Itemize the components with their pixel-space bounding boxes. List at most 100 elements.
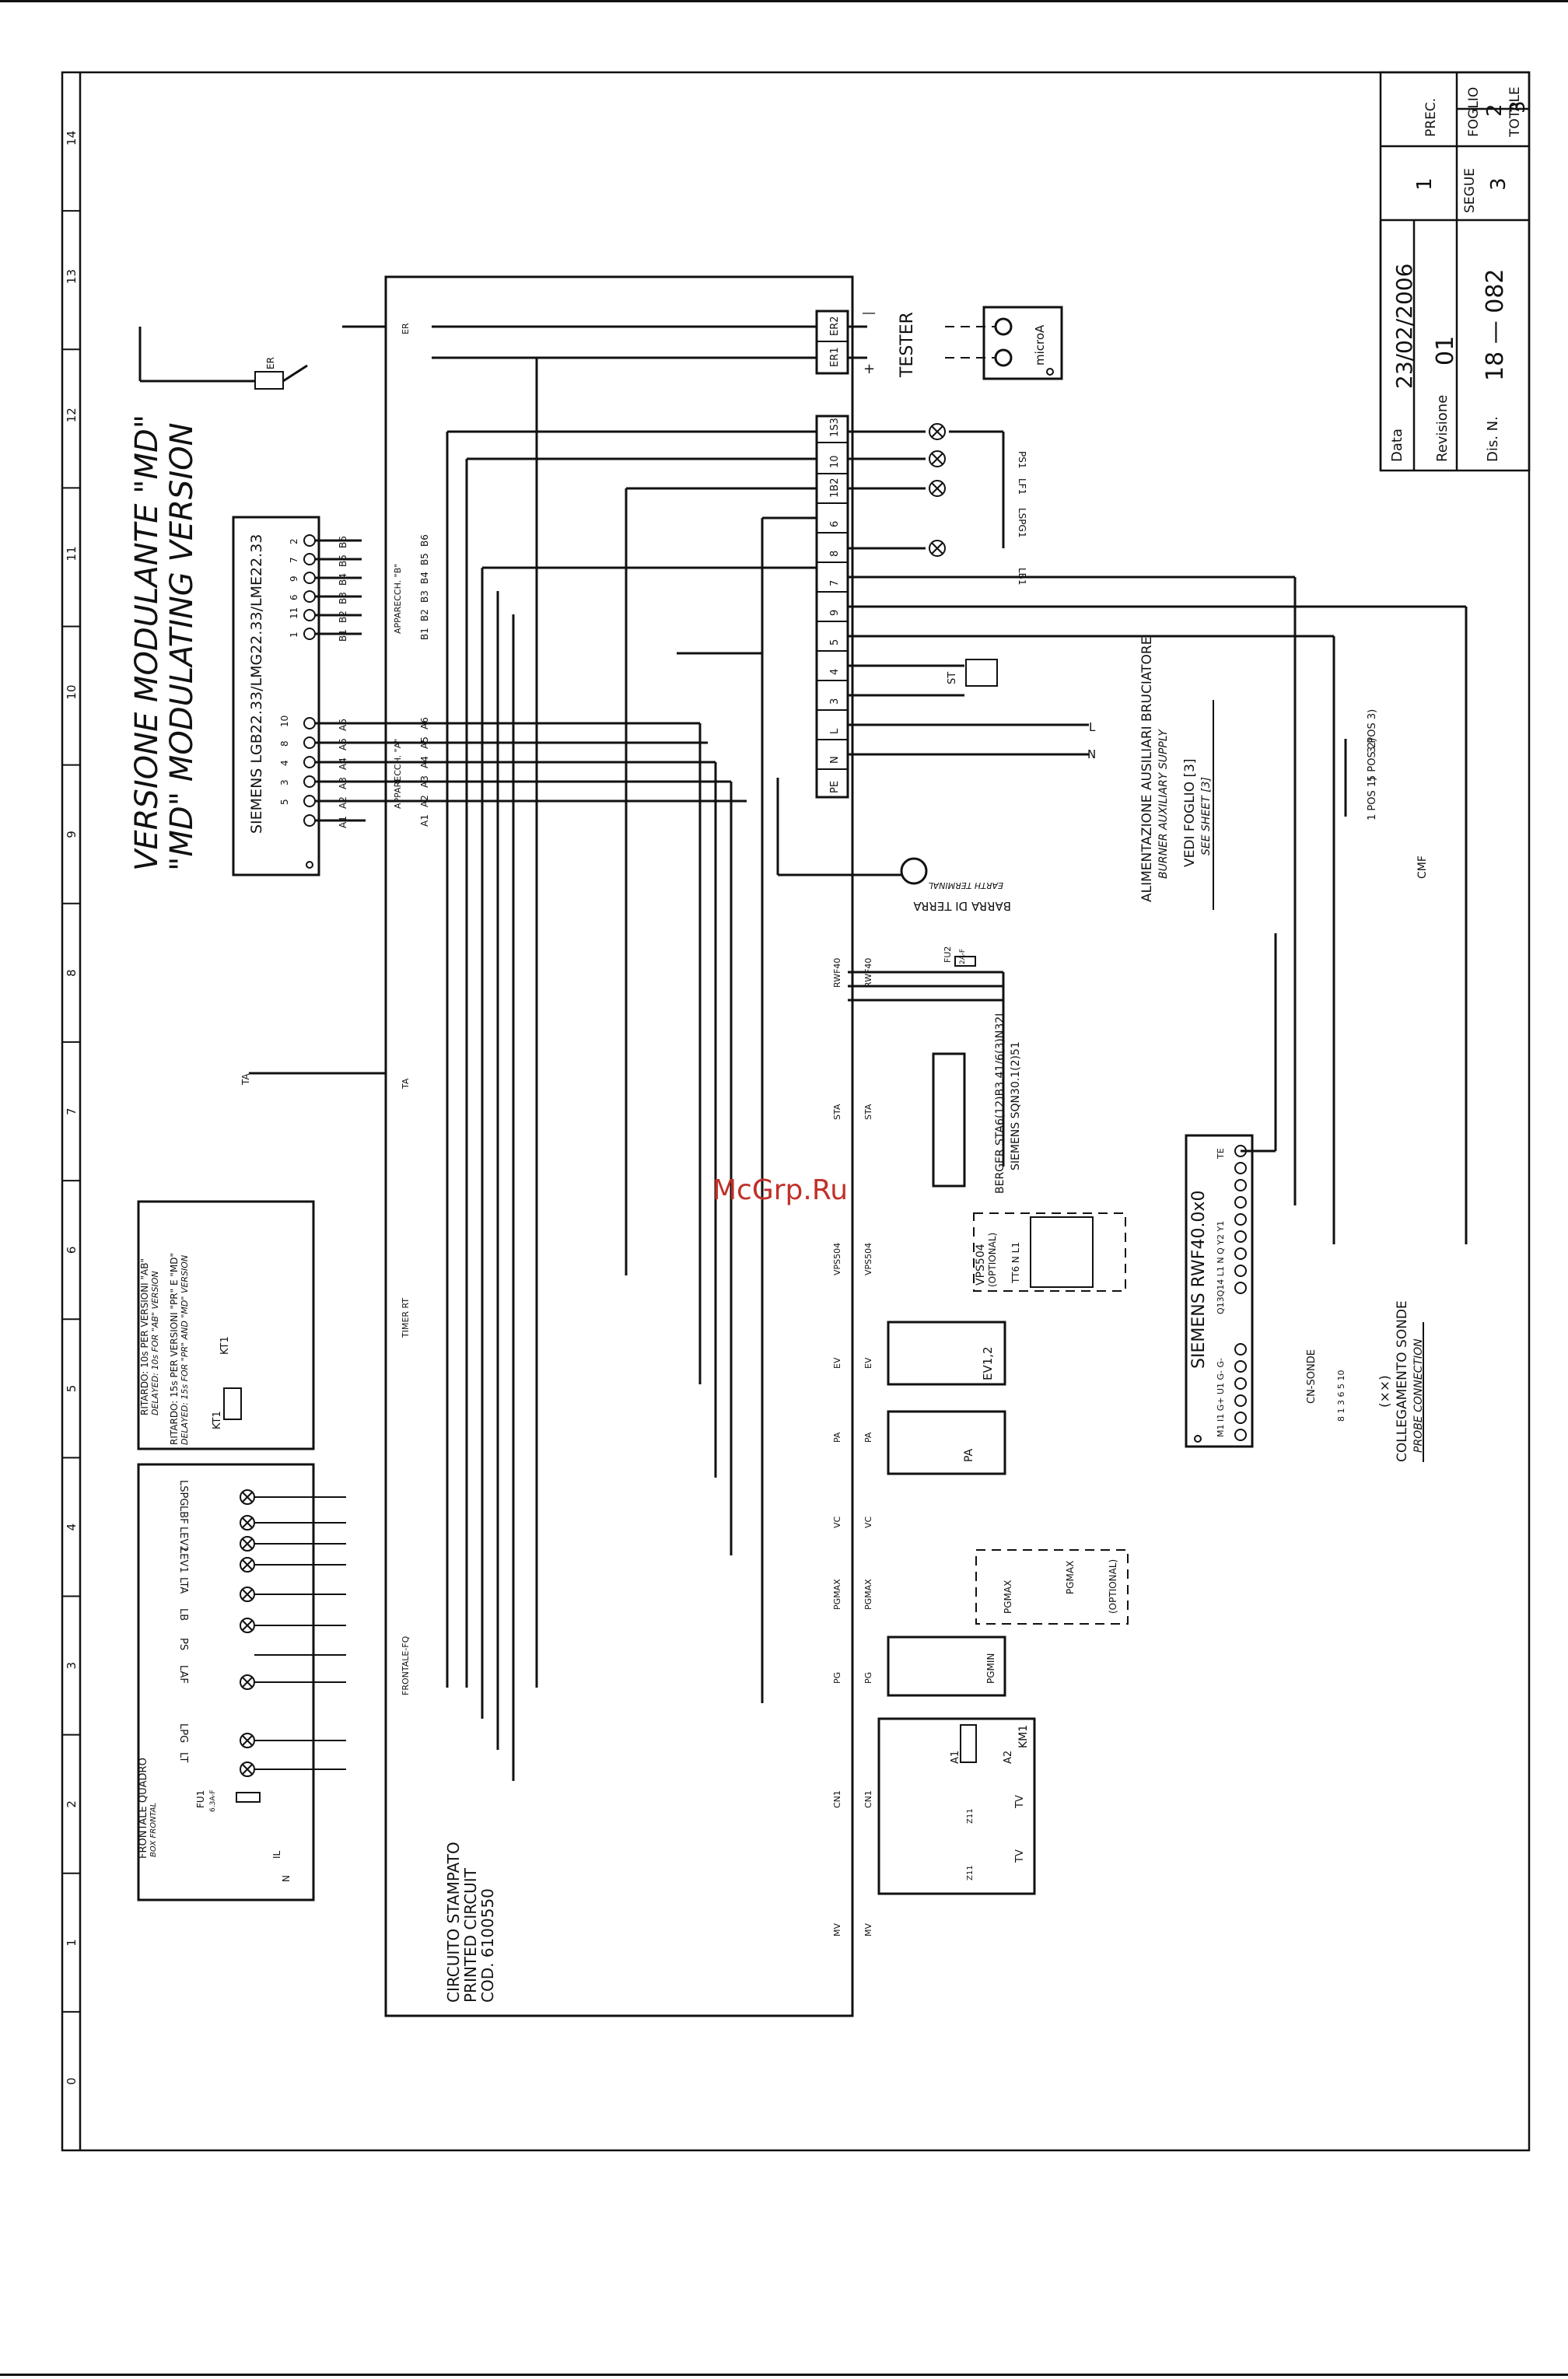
tester-plus: + xyxy=(863,361,875,377)
pcb-b-label: B3 xyxy=(419,590,430,603)
front-item-lev2: LEV2 xyxy=(177,1527,189,1552)
equip-a-label: A5 xyxy=(338,738,348,750)
aux-label-en: BURNER AUXILIARY SUPPLY xyxy=(1157,729,1170,879)
lamp-cross xyxy=(242,1492,253,1503)
pcb-terminal-5: 5 xyxy=(829,639,841,645)
kt1-r1-en: DELAYED: 10s FOR "AB" VERSION xyxy=(150,1271,160,1415)
revisione-value: 01 xyxy=(1432,336,1459,366)
rwf-terminal xyxy=(1234,1282,1247,1294)
rwf-controller: SIEMENS RWF40.0x0 Q13Q14 L1 N Q Y2 Y1 M1… xyxy=(943,946,1254,1448)
lamp-cross xyxy=(242,1559,253,1570)
rwf-terminal xyxy=(1234,1247,1247,1260)
earth-label-en: EARTH TERMINAL xyxy=(928,880,1003,890)
front-panel: FRONTALE QUADRO BOX FRONTAL LSPGLBFLEV2L… xyxy=(137,1463,346,1901)
ruler-mark: 7 xyxy=(65,1107,79,1115)
front-item-lta: LTA xyxy=(177,1577,189,1594)
rwf-terminal xyxy=(1234,1162,1247,1174)
aux-n: N xyxy=(1087,747,1096,761)
ruler-mark: 10 xyxy=(65,685,79,700)
terminal-screw xyxy=(303,609,316,621)
terminal-screw xyxy=(303,736,316,749)
equip-pin: 11 xyxy=(289,607,299,619)
front-item-laf: LAF xyxy=(177,1665,189,1684)
rwf-terminal xyxy=(1234,1179,1247,1191)
front-panel-en: BOX FRONTAL xyxy=(149,1803,158,1857)
km1-label: KM1 xyxy=(1017,1725,1030,1748)
equip-pin: 2 xyxy=(289,538,299,544)
foglio-label: FOGLIO xyxy=(1466,87,1482,137)
front-item-ps: PS xyxy=(177,1638,189,1650)
drawing-frame xyxy=(61,71,1531,2152)
foglio-value: 2 xyxy=(1483,103,1507,117)
equip-pin: 5 xyxy=(279,799,290,805)
connector-sta: STA xyxy=(832,1104,842,1120)
front-item-lspg: LSPG xyxy=(177,1480,189,1506)
front-item-lt: LT xyxy=(177,1752,189,1762)
connector-out-sta: STA xyxy=(863,1104,873,1120)
rwf-input-terminal xyxy=(1234,1377,1247,1390)
connector-pa: PA xyxy=(832,1432,842,1443)
rwf-input-terminal xyxy=(1234,1343,1247,1356)
totale-label: TOTALE xyxy=(1507,86,1523,138)
pcb-label-it: CIRCUITO STAMPATO xyxy=(444,1842,463,2003)
connector-out-pg: PG xyxy=(863,1672,873,1684)
rwf-input-terminal xyxy=(1234,1394,1247,1407)
equip-b-label: B4 xyxy=(338,573,348,586)
ta-label: TA xyxy=(240,1073,251,1086)
pcb-b-label: B1 xyxy=(419,628,430,640)
terminal-screw xyxy=(303,775,316,788)
data-value: 23/02/2006 xyxy=(1391,264,1417,389)
rwf-terminal xyxy=(1234,1230,1247,1243)
sta-line2: SIEMENS SQN30.1(2)51 xyxy=(1010,1041,1022,1170)
pcb-terminal-8: 8 xyxy=(829,551,841,557)
kt1-label-upper: KT1 xyxy=(219,1336,231,1355)
bottom-border xyxy=(0,2374,1568,2376)
data-label: Data xyxy=(1389,429,1405,462)
cmf-pos3: 3 POS 3) xyxy=(1367,709,1378,753)
ruler-mark: 2 xyxy=(65,1800,79,1808)
sta-line1: BERGER STA6(12)B3.41/6(3)N32L xyxy=(994,1010,1006,1194)
ruler-mark: 1 xyxy=(65,1939,79,1947)
pcb-b-label: B6 xyxy=(419,534,430,547)
prec-value: 1 xyxy=(1413,177,1437,191)
pgmax-opt: (OPTIONAL) xyxy=(1108,1559,1118,1614)
terminal-screw xyxy=(303,534,316,547)
front-item-lev1: LEV1 xyxy=(177,1548,189,1573)
cmf-label: CMF xyxy=(1416,855,1429,879)
segue-label: SEGUE xyxy=(1462,168,1478,213)
lamp-label-ps1: PS1 xyxy=(1017,451,1027,469)
wire xyxy=(282,364,308,383)
equip-a-label: A4 xyxy=(338,757,348,770)
tv-label-2: TV xyxy=(1014,1849,1026,1863)
equip-a-label: A1 xyxy=(338,816,348,828)
totale-value: 3 xyxy=(1507,100,1530,114)
wires xyxy=(138,325,1468,1781)
vps-pins: TT6 N L1 xyxy=(1010,1242,1021,1284)
a2-label: A2 xyxy=(1003,1751,1014,1764)
pcb-terminal-9: 9 xyxy=(829,610,841,616)
printed-circuit: CIRCUITO STAMPATO PRINTED CIRCUIT COD. 6… xyxy=(384,275,854,2017)
connector-frontale-fq: FRONTALE-FQ xyxy=(401,1636,411,1695)
equip-b-label: B6 xyxy=(338,536,348,548)
pgmax-label: PGMAX xyxy=(1003,1580,1013,1614)
terminal-screw xyxy=(303,628,316,640)
cmf-pos2: 5 POS 2) xyxy=(1367,738,1378,782)
st-label: ST xyxy=(947,672,958,684)
terminal-screw xyxy=(303,572,316,584)
lamp-cross xyxy=(242,1538,253,1549)
ruler-mark: 8 xyxy=(65,969,79,977)
lamp-label-lf1: LF1 xyxy=(1017,478,1027,495)
probe-en: PROBE CONNECTION xyxy=(1412,1338,1425,1453)
pgmax-label-2: PGMAX xyxy=(1065,1561,1076,1594)
connector-cn1: CN1 xyxy=(832,1790,842,1808)
rwf-input-terminal xyxy=(1234,1429,1247,1441)
ruler-mark: 3 xyxy=(65,1662,79,1670)
terminal-screw xyxy=(303,553,316,565)
connector-out-cn1: CN1 xyxy=(863,1790,873,1808)
terminal-screw xyxy=(303,795,316,807)
pcb-terminal-l: L xyxy=(829,728,841,734)
aux-label-it: ALIMENTAZIONE AUSILIARI BRUCIATORE xyxy=(1139,637,1155,903)
rwf-terminal xyxy=(1234,1265,1247,1277)
segue-value: 3 xyxy=(1487,177,1510,191)
